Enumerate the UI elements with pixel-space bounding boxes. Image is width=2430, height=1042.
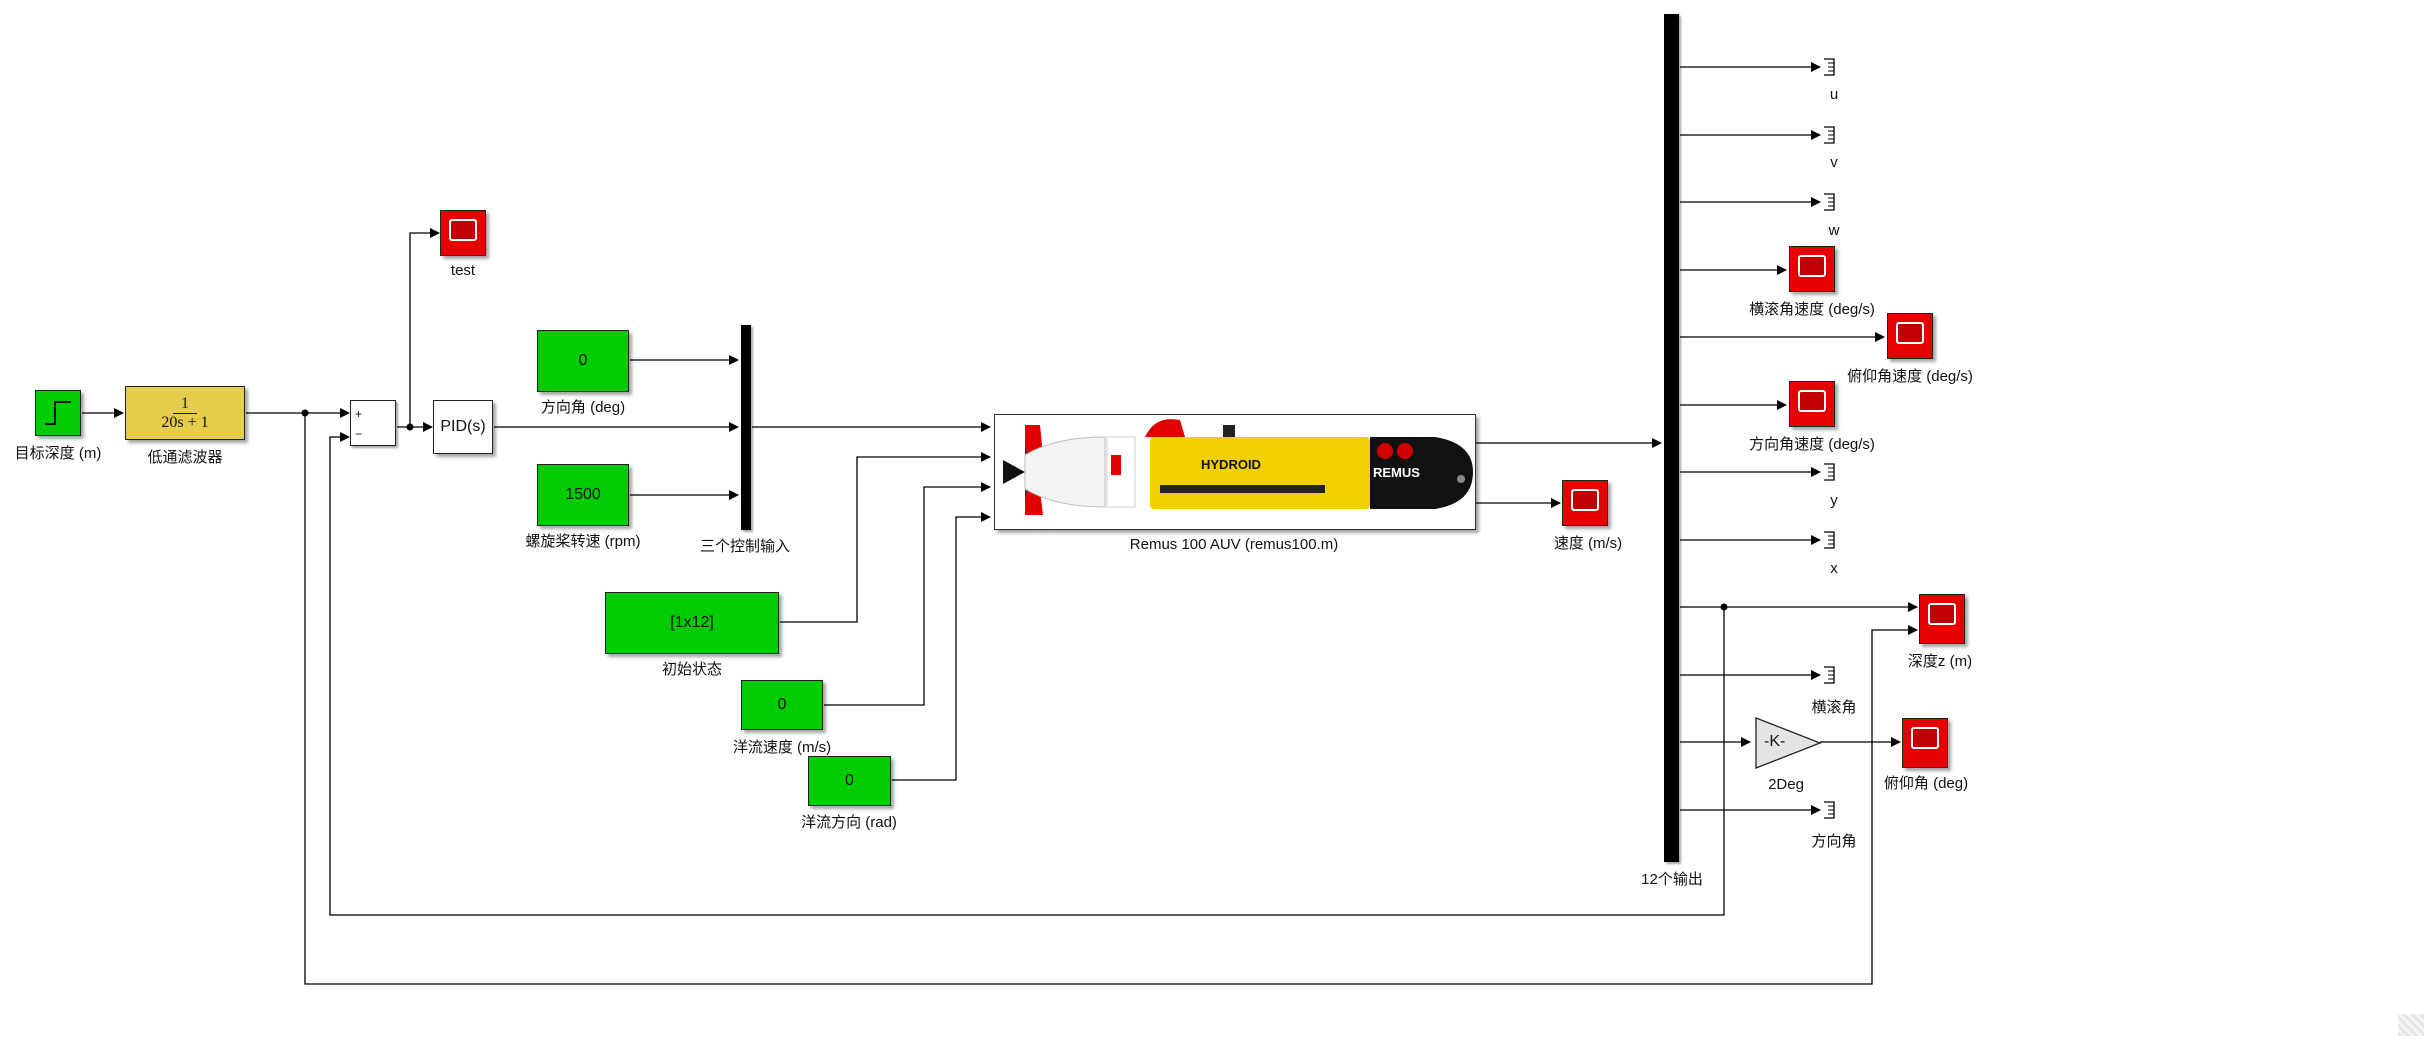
terminator-roll[interactable] <box>1824 666 1840 684</box>
terminator-u[interactable] <box>1824 58 1840 76</box>
gain-label: 2Deg <box>1768 776 1804 793</box>
speed-scope-label: 速度 (m/s) <box>1554 532 1622 553</box>
terminator-y[interactable] <box>1824 463 1840 481</box>
scope-icon <box>1911 727 1939 749</box>
output-label-heading: 方向角 <box>1811 830 1856 851</box>
output-label-u: u <box>1830 86 1838 103</box>
scope-icon <box>449 219 477 241</box>
scope-icon <box>1571 489 1599 511</box>
initial-state-block[interactable]: [1x12] <box>605 592 779 654</box>
terminator-w[interactable] <box>1824 193 1840 211</box>
lowpass-label: 低通滤波器 <box>147 446 222 467</box>
scope-icon <box>1928 603 1956 625</box>
initial-state-label: 初始状态 <box>662 658 722 679</box>
scope-icon <box>1798 255 1826 277</box>
terminator-v[interactable] <box>1824 126 1840 144</box>
rpm-label: 螺旋桨转速 (rpm) <box>526 530 641 551</box>
tf-numerator: 1 <box>173 395 197 414</box>
pitch-angle-label: 俯仰角 (deg) <box>1884 772 1968 793</box>
auv-brand-text: HYDROID <box>1201 457 1261 472</box>
pid-text: PID(s) <box>440 418 485 436</box>
terminator-x[interactable] <box>1824 531 1840 549</box>
test-scope[interactable] <box>440 210 486 256</box>
roll-rate-scope[interactable] <box>1789 246 1835 292</box>
demux-label: 12个输出 <box>1641 868 1703 889</box>
pitch-rate-scope[interactable] <box>1887 313 1933 359</box>
scope-icon <box>1798 390 1826 412</box>
sum-plus-sign: + <box>355 407 362 421</box>
initial-state-value: [1x12] <box>670 614 714 632</box>
heading-constant-block[interactable]: 0 <box>537 330 629 392</box>
speed-scope[interactable] <box>1562 480 1608 526</box>
output-label-x: x <box>1830 560 1838 577</box>
gain-text: -K- <box>1764 733 1785 751</box>
terminator-heading[interactable] <box>1824 801 1840 819</box>
heading-value: 0 <box>579 352 588 370</box>
current-direction-block[interactable]: 0 <box>808 756 891 806</box>
sum-minus-sign: − <box>355 427 362 441</box>
output-label-v: v <box>1830 154 1838 171</box>
pid-block[interactable]: PID(s) <box>433 400 493 454</box>
depth-scope[interactable] <box>1919 594 1965 644</box>
rpm-constant-block[interactable]: 1500 <box>537 464 629 526</box>
pitch-rate-label: 俯仰角速度 (deg/s) <box>1847 365 1973 386</box>
step-block[interactable] <box>35 390 81 436</box>
step-icon <box>43 398 73 428</box>
tf-denominator: 20s + 1 <box>161 414 208 432</box>
current-direction-value: 0 <box>845 772 854 790</box>
yaw-rate-scope[interactable] <box>1789 381 1835 427</box>
current-direction-label: 洋流方向 (rad) <box>801 811 897 832</box>
mux-label: 三个控制输入 <box>700 535 790 556</box>
auv-model-text: REMUS <box>1373 465 1420 480</box>
auv-label: Remus 100 AUV (remus100.m) <box>1130 536 1338 553</box>
mux-block[interactable] <box>741 325 751 530</box>
gain-block[interactable] <box>1752 714 1824 772</box>
pitch-angle-scope[interactable] <box>1902 718 1948 768</box>
sum-block[interactable]: + − <box>350 400 396 446</box>
auv-block[interactable]: HYDROID REMUS <box>994 414 1476 530</box>
depth-scope-label: 深度z (m) <box>1908 650 1972 671</box>
lowpass-filter-block[interactable]: 1 20s + 1 <box>125 386 245 440</box>
demux-block[interactable] <box>1664 14 1679 862</box>
resize-grip-icon[interactable] <box>2398 1014 2424 1036</box>
heading-label: 方向角 (deg) <box>541 396 625 417</box>
output-label-w: w <box>1829 222 1840 239</box>
roll-rate-label: 横滚角速度 (deg/s) <box>1749 298 1875 319</box>
rpm-value: 1500 <box>565 486 601 504</box>
current-speed-label: 洋流速度 (m/s) <box>733 736 831 757</box>
output-label-y: y <box>1830 492 1838 509</box>
step-label: 目标深度 (m) <box>15 442 102 463</box>
test-scope-label: test <box>451 262 475 279</box>
scope-icon <box>1896 322 1924 344</box>
transfer-function: 1 20s + 1 <box>161 395 208 432</box>
yaw-rate-label: 方向角速度 (deg/s) <box>1749 433 1875 454</box>
current-speed-block[interactable]: 0 <box>741 680 823 730</box>
current-speed-value: 0 <box>778 696 787 714</box>
